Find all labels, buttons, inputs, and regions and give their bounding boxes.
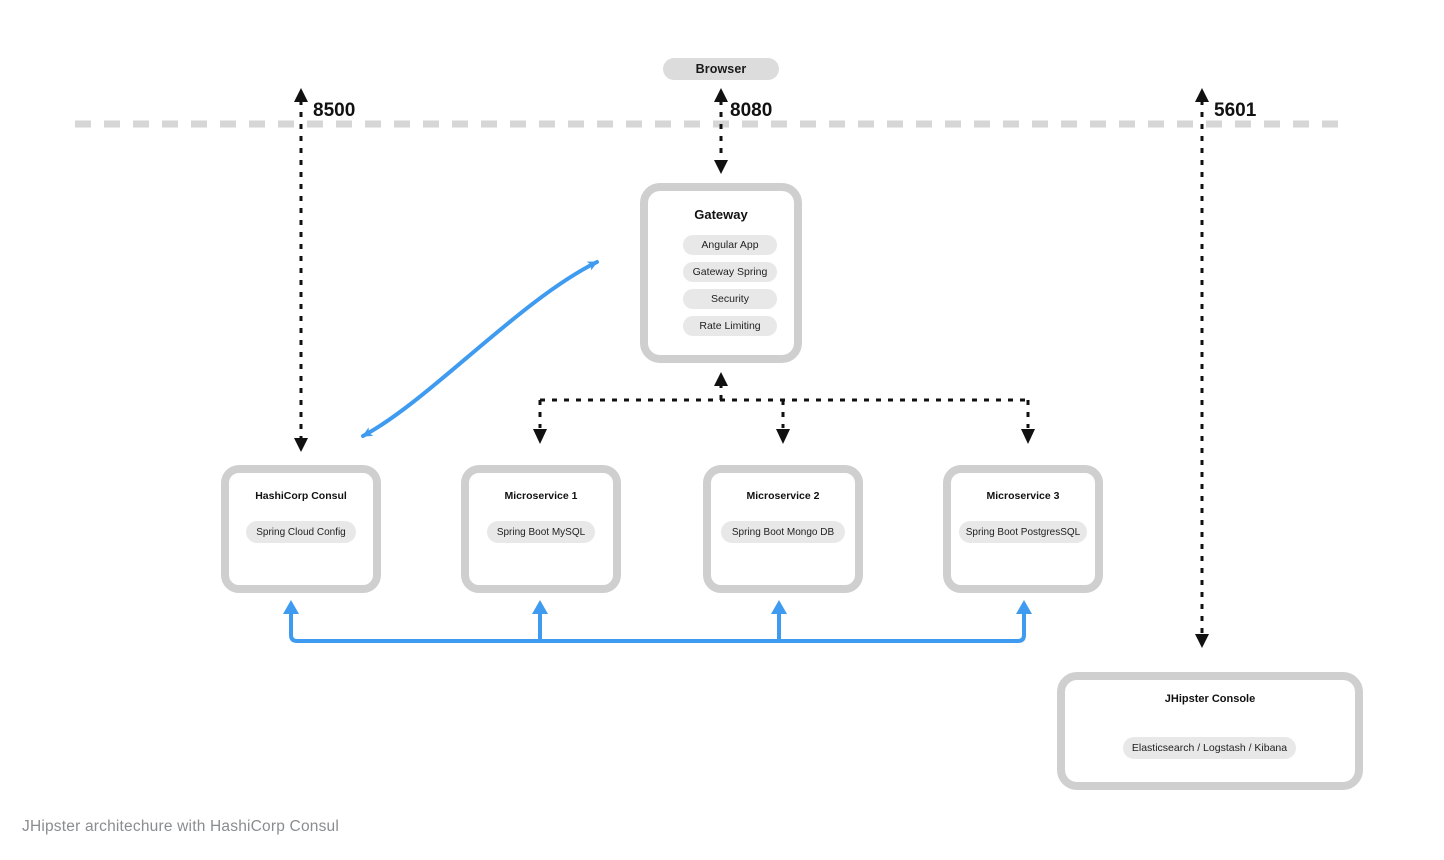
- gateway-component-rate-limiting: Rate Limiting: [683, 316, 777, 336]
- console-node[interactable]: JHipster Console Elasticsearch / Logstas…: [1057, 672, 1363, 790]
- service-title: Microservice 2: [746, 490, 820, 502]
- consul-gateway-curve: [361, 260, 599, 438]
- service-node-microservice-3[interactable]: Microservice 3 Spring Boot PostgresSQL: [943, 465, 1103, 593]
- port-label-8500: 8500: [313, 100, 356, 121]
- port-label-5601: 5601: [1214, 100, 1257, 121]
- logging-bus-arrow-ms1: [532, 600, 548, 614]
- service-component: Spring Boot PostgresSQL: [959, 521, 1087, 543]
- gateway-component-gateway-spring: Gateway Spring: [683, 262, 777, 282]
- logging-bus-line: [289, 612, 1026, 643]
- service-title: Microservice 1: [504, 490, 578, 502]
- service-component: Spring Boot Mongo DB: [721, 521, 845, 543]
- service-title: HashiCorp Consul: [255, 490, 347, 502]
- gateway-title: Gateway: [694, 207, 748, 222]
- browser-node[interactable]: Browser: [663, 58, 779, 80]
- port-8500-arrow-down: [294, 438, 308, 452]
- gateway-trunk-arrow: [714, 372, 728, 386]
- gateway-component-angular-app: Angular App: [683, 235, 777, 255]
- branch-ms1-arrow: [533, 429, 547, 444]
- service-node-consul[interactable]: HashiCorp Consul Spring Cloud Config: [221, 465, 381, 593]
- logging-bus-arrow-consul: [283, 600, 299, 614]
- console-component-elk: Elasticsearch / Logstash / Kibana: [1123, 737, 1296, 759]
- gateway-component-security: Security: [683, 289, 777, 309]
- console-title: JHipster Console: [1164, 693, 1256, 705]
- logging-bus-arrow-ms3: [1016, 600, 1032, 614]
- branch-ms3-arrow: [1021, 429, 1035, 444]
- service-title: Microservice 3: [986, 490, 1060, 502]
- branch-ms2-arrow: [776, 429, 790, 444]
- port-8080-arrow-down: [714, 160, 728, 174]
- logging-bus-arrow-ms2: [771, 600, 787, 614]
- service-component: Spring Cloud Config: [246, 521, 356, 543]
- port-label-8080: 8080: [730, 100, 773, 121]
- port-5601-arrow-up: [1195, 88, 1209, 102]
- port-8080-arrow-up: [714, 88, 728, 102]
- service-node-microservice-1[interactable]: Microservice 1 Spring Boot MySQL: [461, 465, 621, 593]
- diagram-caption: JHipster architechure with HashiCorp Con…: [22, 818, 340, 835]
- service-node-microservice-2[interactable]: Microservice 2 Spring Boot Mongo DB: [703, 465, 863, 593]
- service-component: Spring Boot MySQL: [487, 521, 595, 543]
- port-8500-arrow-up: [294, 88, 308, 102]
- port-5601-arrow-down: [1195, 634, 1209, 648]
- gateway-node[interactable]: Gateway Angular App Gateway Spring Secur…: [640, 183, 802, 363]
